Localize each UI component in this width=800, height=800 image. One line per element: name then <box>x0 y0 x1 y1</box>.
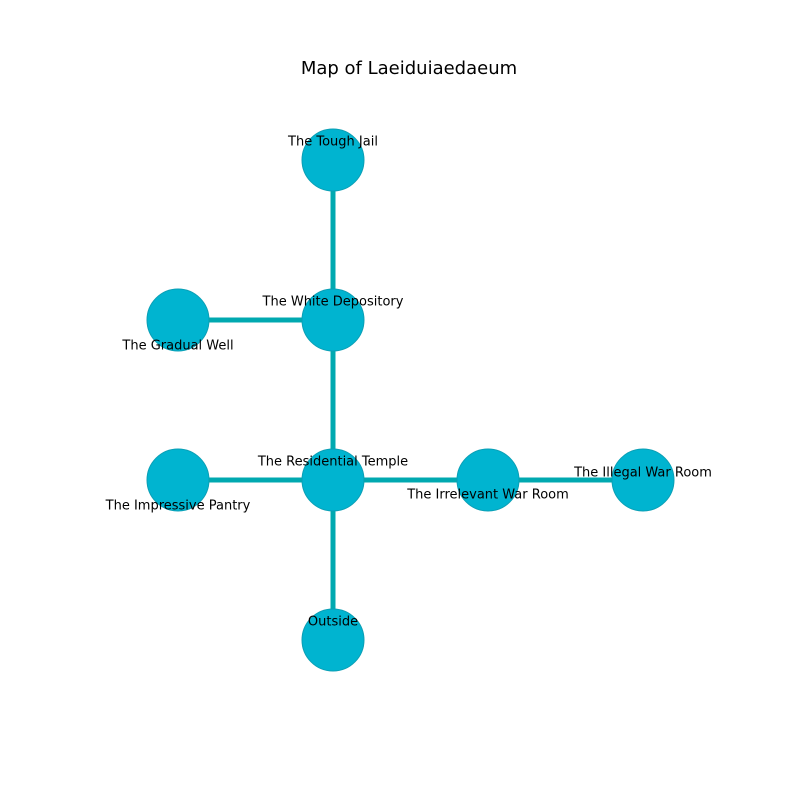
node-label-illegal-war-room: The Illegal War Room <box>573 466 712 481</box>
node-label-residential-temple: The Residential Temple <box>257 455 408 470</box>
edge-layer <box>178 160 643 640</box>
node-white-depository <box>301 288 365 352</box>
node-gradual-well <box>146 288 210 352</box>
node-label-tough-jail: The Tough Jail <box>287 135 378 150</box>
node-illegal-war-room <box>611 448 675 512</box>
node-irrelevant-war-room <box>456 448 520 512</box>
node-label-impressive-pantry: The Impressive Pantry <box>105 499 251 514</box>
node-label-irrelevant-war-room: The Irrelevant War Room <box>406 488 569 503</box>
node-label-gradual-well: The Gradual Well <box>121 339 233 354</box>
map-title: Map of Laeiduiaedaeum <box>301 58 517 79</box>
node-residential-temple <box>301 448 365 512</box>
node-impressive-pantry <box>146 448 210 512</box>
node-outside <box>301 608 365 672</box>
node-tough-jail <box>301 128 365 192</box>
node-layer <box>146 128 675 672</box>
node-label-outside: Outside <box>308 615 358 630</box>
node-label-white-depository: The White Depository <box>262 295 404 310</box>
